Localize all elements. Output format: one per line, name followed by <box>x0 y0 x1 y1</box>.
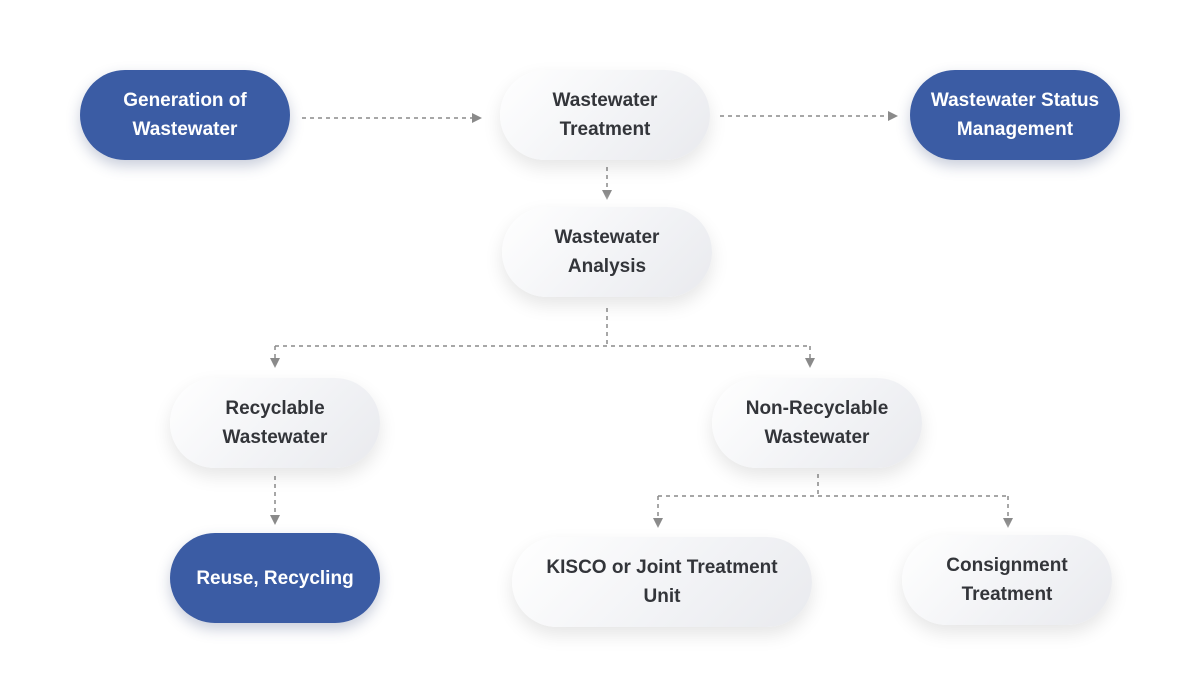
node-generation-of-wastewater: Generation of Wastewater <box>80 70 290 160</box>
node-wastewater-analysis: Wastewater Analysis <box>502 207 712 297</box>
node-consignment-treatment: Consignment Treatment <box>902 535 1112 625</box>
node-recyclable-wastewater: Recyclable Wastewater <box>170 378 380 468</box>
node-wastewater-treatment: Wastewater Treatment <box>500 70 710 160</box>
node-kisco-joint-treatment-unit: KISCO or Joint Treatment Unit <box>512 537 812 627</box>
node-reuse-recycling: Reuse, Recycling <box>170 533 380 623</box>
node-non-recyclable-wastewater: Non-Recyclable Wastewater <box>712 378 922 468</box>
node-wastewater-status-management: Wastewater Status Management <box>910 70 1120 160</box>
